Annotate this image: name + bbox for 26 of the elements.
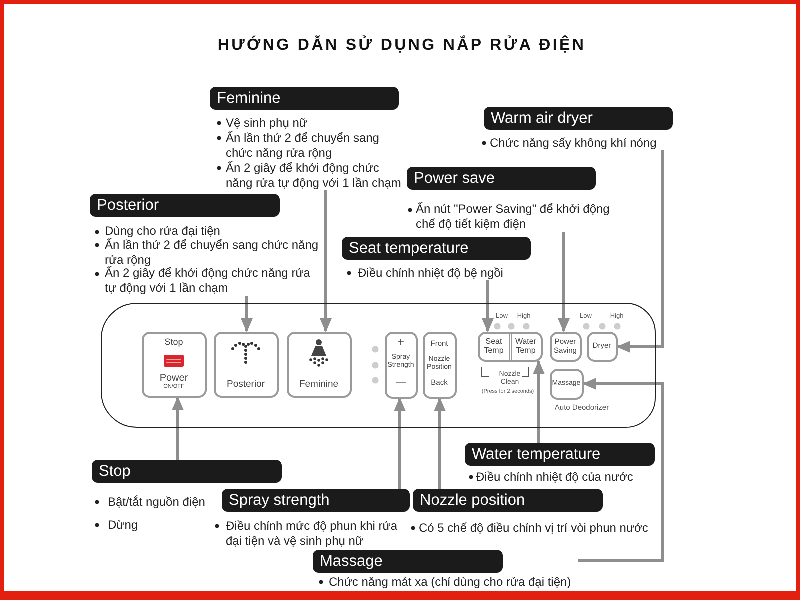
arrow	[172, 396, 184, 460]
callout-heading: Power save	[407, 167, 596, 190]
temperature-button: Seat Temp Water Temp	[478, 332, 542, 362]
arrow	[558, 232, 570, 332]
arrow	[482, 280, 494, 332]
arrow	[394, 398, 406, 489]
callout-heading: Spray strength	[222, 489, 410, 512]
callout-heading: Warm air dryer	[484, 107, 673, 130]
arrow	[434, 398, 446, 489]
arrow	[241, 296, 253, 332]
arrow	[578, 378, 664, 562]
posterior-button: Posterior	[214, 332, 278, 398]
title: HƯỚNG DẪN SỬ DỤNG NẮP RỬA ĐIỆN	[218, 37, 586, 55]
callout-heading: Nozzle position	[413, 489, 603, 512]
arrow	[533, 360, 545, 443]
arrow	[616, 150, 664, 353]
callout-heading: Posterior	[90, 194, 280, 217]
callout-heading: Massage	[313, 550, 503, 573]
bullet-text: Ấn 2 giây để khởi động chức năng rửa tự động với 1 lần chạm	[216, 160, 402, 190]
control-panel	[101, 303, 656, 428]
callout-heading: Water temperature	[465, 443, 655, 466]
feminine-button: Feminine	[286, 332, 352, 398]
callout-heading: Stop	[92, 460, 282, 483]
arrow	[320, 190, 332, 332]
callout-heading: Feminine	[210, 87, 399, 110]
callout-heading: Seat temperature	[342, 237, 531, 260]
